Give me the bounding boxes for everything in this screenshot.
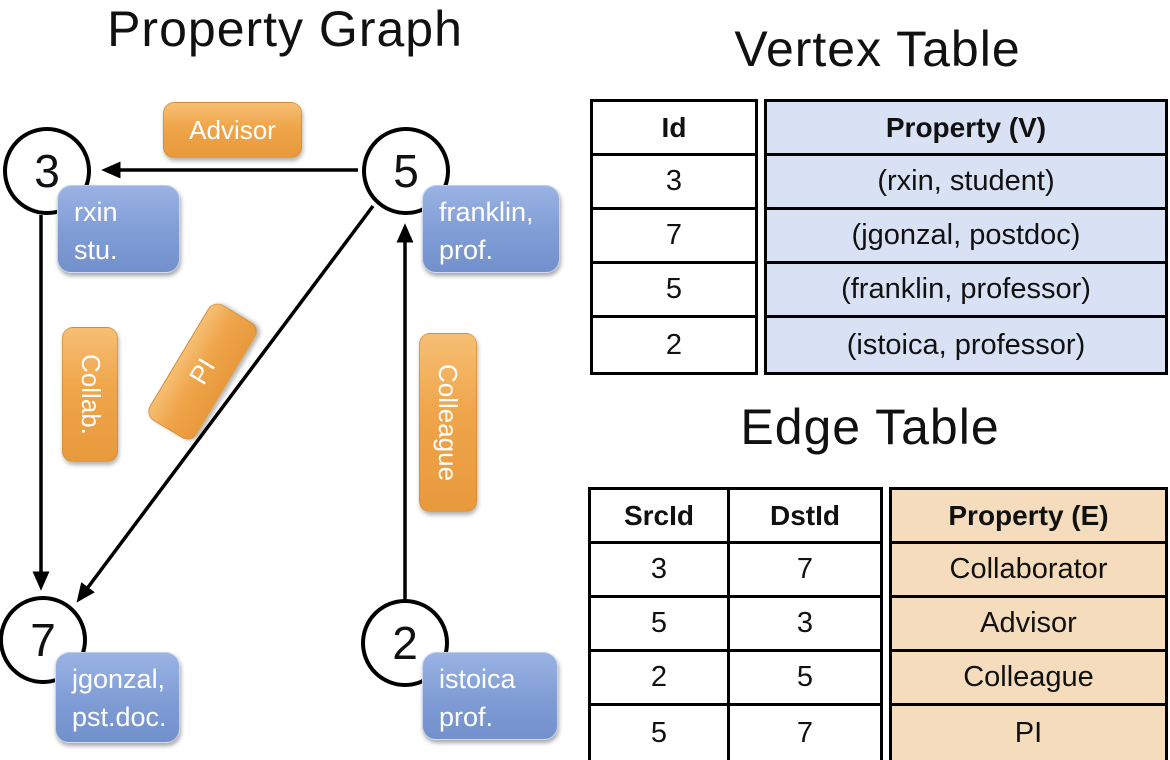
- vertex-table-id-column: Id 3 7 5 2: [590, 99, 758, 375]
- property-line: franklin,: [439, 197, 534, 227]
- property-line: istoica: [439, 664, 516, 694]
- edge-table-cell-srcid: 5: [591, 598, 730, 652]
- edge-table-cell-property: PI: [892, 706, 1165, 760]
- property-line: prof.: [439, 702, 494, 732]
- property-graph-title: Property Graph: [107, 1, 463, 57]
- edge-table-cell-dstid: 5: [730, 652, 880, 706]
- edge-label-text: Collab.: [75, 354, 106, 435]
- edge-table-id-columns: SrcId DstId 3 7 5 3 2 5 5 7: [588, 487, 883, 760]
- edge-table-cell-dstid: 7: [730, 706, 880, 760]
- edge-pi-arrow: [76, 204, 375, 603]
- edge-table-header-property: Property (E): [892, 490, 1165, 544]
- edge-table-header-srcid: SrcId: [591, 490, 730, 544]
- node-id-label: 3: [34, 145, 60, 197]
- edge-label-advisor: Advisor: [163, 102, 302, 158]
- vertex-property-box-istoica: istoica prof.: [422, 652, 558, 740]
- vertex-table-cell-id: 5: [593, 264, 755, 318]
- edge-table-cell-dstid: 7: [730, 544, 880, 598]
- vertex-table-header-id: Id: [593, 102, 755, 156]
- edge-label-collab: Collab.: [62, 327, 118, 462]
- property-line: prof.: [439, 235, 494, 265]
- property-line: pst.doc.: [72, 702, 167, 732]
- vertex-table-cell-id: 2: [593, 318, 755, 372]
- vertex-table-cell-id: 3: [593, 156, 755, 210]
- edge-table-cell-property: Advisor: [892, 598, 1165, 652]
- vertex-table-property-column: Property (V) (rxin, student) (jgonzal, p…: [764, 99, 1168, 375]
- vertex-table-cell-property: (istoica, professor): [767, 318, 1165, 372]
- node-id-label: 7: [30, 614, 56, 666]
- graph-node-5: 5: [362, 127, 450, 215]
- node-id-label: 2: [392, 617, 418, 669]
- property-line: rxin: [74, 197, 118, 227]
- edge-table-header-dstid: DstId: [730, 490, 880, 544]
- vertex-table-cell-id: 7: [593, 210, 755, 264]
- edge-label-text: Advisor: [189, 114, 276, 145]
- edge-label-text: Colleague: [433, 363, 464, 482]
- graph-edges-canvas: [32, 161, 414, 606]
- edge-table-cell-srcid: 2: [591, 652, 730, 706]
- edge-table-cell-property: Colleague: [892, 652, 1165, 706]
- vertex-table-cell-property: (jgonzal, postdoc): [767, 210, 1165, 264]
- edge-label-colleague: Colleague: [419, 333, 477, 512]
- edge-table-title: Edge Table: [740, 399, 1000, 455]
- edge-label-text: PI: [182, 352, 222, 390]
- vertex-property-box-franklin: franklin, prof.: [422, 185, 560, 273]
- node-id-label: 5: [393, 145, 419, 197]
- edge-table-cell-property: Collaborator: [892, 544, 1165, 598]
- edge-table-cell-srcid: 5: [591, 706, 730, 760]
- edge-table-cell-dstid: 3: [730, 598, 880, 652]
- graph-node-2: 2: [361, 599, 449, 687]
- edge-table-cell-srcid: 3: [591, 544, 730, 598]
- property-line: jgonzal,: [72, 664, 166, 694]
- vertex-property-box-rxin: rxin stu.: [57, 185, 180, 273]
- vertex-table-cell-property: (franklin, professor): [767, 264, 1165, 318]
- vertex-table-cell-property: (rxin, student): [767, 156, 1165, 210]
- edge-table-property-column: Property (E) Collaborator Advisor Collea…: [889, 487, 1168, 760]
- vertex-property-box-jgonzal: jgonzal, pst.doc.: [55, 652, 180, 743]
- property-line: stu.: [74, 235, 118, 265]
- vertex-table-header-property: Property (V): [767, 102, 1165, 156]
- vertex-table-title: Vertex Table: [734, 21, 1021, 77]
